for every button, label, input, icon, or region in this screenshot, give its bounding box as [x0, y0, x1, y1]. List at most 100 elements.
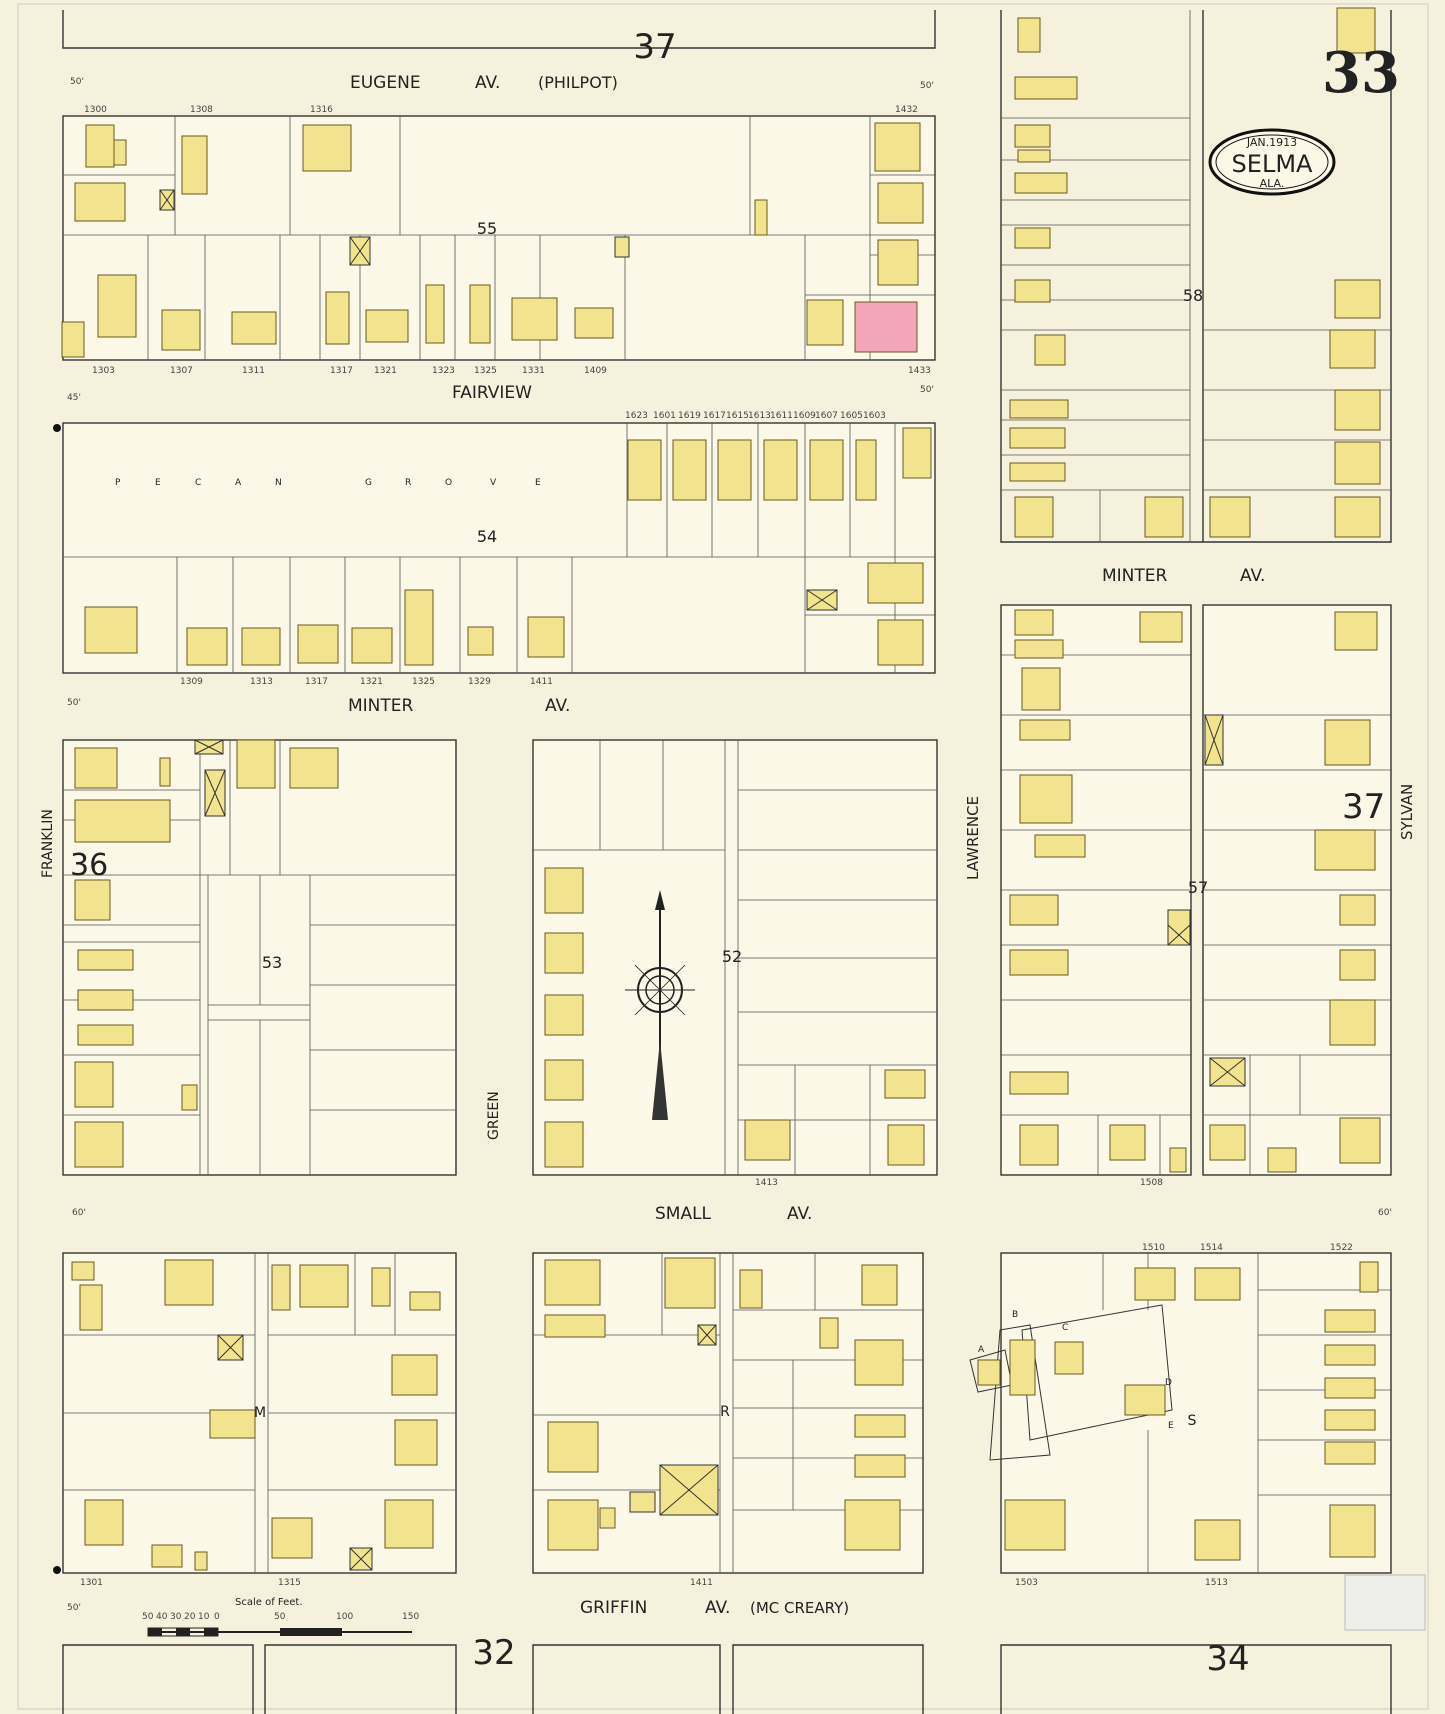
scale-tick: 40 [156, 1612, 168, 1622]
house-number: 1301 [80, 1578, 103, 1588]
width-fairview: 45' [67, 393, 81, 403]
house-number: 1307 [170, 366, 193, 376]
house-number: 1605 [840, 411, 863, 421]
city-name: SELMA [1232, 150, 1313, 178]
block-number-55: 55 [477, 219, 497, 238]
adjacent-sheet-34: 34 [1206, 1639, 1249, 1679]
scale-tick: 20 [184, 1612, 196, 1622]
street-eugene: EUGENE [350, 73, 421, 93]
benchmark-dot [53, 424, 61, 432]
width-eugene-w: 50' [70, 77, 84, 87]
width-eugene-e: 50' [920, 81, 934, 91]
street-minter-west: MINTER [348, 696, 414, 716]
street-small: SMALL [655, 1204, 712, 1224]
svg-text:P: P [115, 478, 121, 488]
house-number: 1411 [690, 1578, 713, 1588]
house-number: 1615 [726, 411, 749, 421]
house-number: 1617 [703, 411, 726, 421]
benchmark-dot [53, 1566, 61, 1574]
block-number-54: 54 [477, 527, 497, 546]
svg-text:N: N [275, 478, 282, 488]
svg-text:A: A [235, 478, 242, 488]
scale-tick: 50 [274, 1612, 286, 1622]
house-number: 1329 [468, 677, 491, 687]
svg-text:E: E [155, 478, 161, 488]
adjacent-sheet-37-top: 37 [633, 27, 676, 67]
house-number: 1325 [412, 677, 435, 687]
street-lawrence: LAWRENCE [964, 796, 982, 880]
house-number: 1323 [432, 366, 455, 376]
scale-tick: 50 [142, 1612, 154, 1622]
block-57 [1000, 604, 1392, 1176]
house-number: 1503 [1015, 1578, 1038, 1588]
street-minter-west-av: AV. [545, 696, 570, 716]
street-sylvan: SYLVAN [1398, 784, 1416, 840]
house-number: 1611 [770, 411, 793, 421]
adjacent-sheet-37-right: 37 [1342, 787, 1385, 827]
block-r [532, 1252, 924, 1574]
building-letter-b: B [1012, 1310, 1018, 1320]
city-cartouche [1208, 128, 1336, 196]
scale-bar [147, 1627, 412, 1637]
house-number: 1514 [1200, 1243, 1223, 1253]
house-number: 1508 [1140, 1178, 1163, 1188]
width-small: 60' [72, 1208, 86, 1218]
block-number-53: 53 [262, 953, 282, 972]
house-number: 1300 [84, 105, 107, 115]
sheet-number: 33 [1322, 40, 1400, 106]
svg-text:C: C [195, 478, 201, 488]
block-m [62, 1252, 457, 1574]
street-griffin-av: AV. [705, 1598, 730, 1618]
scale-tick: 0 [214, 1612, 220, 1622]
pecan-grove-label: P E C A N G R O V E [115, 478, 541, 488]
house-number: 1321 [360, 677, 383, 687]
building-letter-a: A [978, 1345, 985, 1355]
street-small-av: AV. [787, 1204, 812, 1224]
scale-tick: 100 [336, 1612, 353, 1622]
adjacent-sheet-32: 32 [472, 1633, 515, 1673]
top-strip [62, 10, 936, 49]
adjacent-sheet-36: 36 [70, 848, 108, 883]
house-number: 1510 [1142, 1243, 1165, 1253]
house-number: 1303 [92, 366, 115, 376]
building-letter-d: D [1165, 1378, 1172, 1388]
house-number: 1317 [330, 366, 353, 376]
street-minter-east-av: AV. [1240, 566, 1265, 586]
map-date: JAN.1913 [1246, 136, 1297, 149]
house-number: 1619 [678, 411, 701, 421]
svg-text:R: R [405, 478, 411, 488]
house-number: 1409 [584, 366, 607, 376]
block-letter-s: S [1188, 1413, 1197, 1429]
block-number-52: 52 [722, 947, 742, 966]
house-number: 1413 [755, 1178, 778, 1188]
house-number: 1607 [815, 411, 838, 421]
house-number: 1315 [278, 1578, 301, 1588]
street-franklin: FRANKLIN [40, 809, 56, 878]
house-number: 1613 [748, 411, 771, 421]
house-number: 1308 [190, 105, 213, 115]
block-s [969, 1252, 1392, 1574]
block-letter-m: M [254, 1405, 266, 1421]
street-minter-east: MINTER [1102, 566, 1168, 586]
building-letter-e: E [1168, 1421, 1174, 1431]
bottom-strip [62, 1644, 1392, 1714]
block-letter-r: R [720, 1404, 730, 1420]
state-name: ALA. [1260, 177, 1285, 190]
block-number-58: 58 [1183, 286, 1203, 305]
house-number: 1313 [250, 677, 273, 687]
house-number: 1309 [180, 677, 203, 687]
svg-text:V: V [490, 478, 497, 488]
building-letter-c: C [1062, 1323, 1068, 1333]
block-55 [61, 115, 936, 361]
north-arrow-compass [625, 890, 695, 1120]
house-number: 1325 [474, 366, 497, 376]
house-number: 1609 [793, 411, 816, 421]
street-griffin: GRIFFIN [580, 1598, 647, 1618]
scale-tick: 30 [170, 1612, 182, 1622]
street-eugene-alt: (PHILPOT) [538, 73, 618, 92]
svg-text:G: G [365, 478, 372, 488]
width-fairview-e: 50' [920, 385, 934, 395]
block-54 [62, 422, 936, 674]
block-number-57: 57 [1188, 878, 1208, 897]
